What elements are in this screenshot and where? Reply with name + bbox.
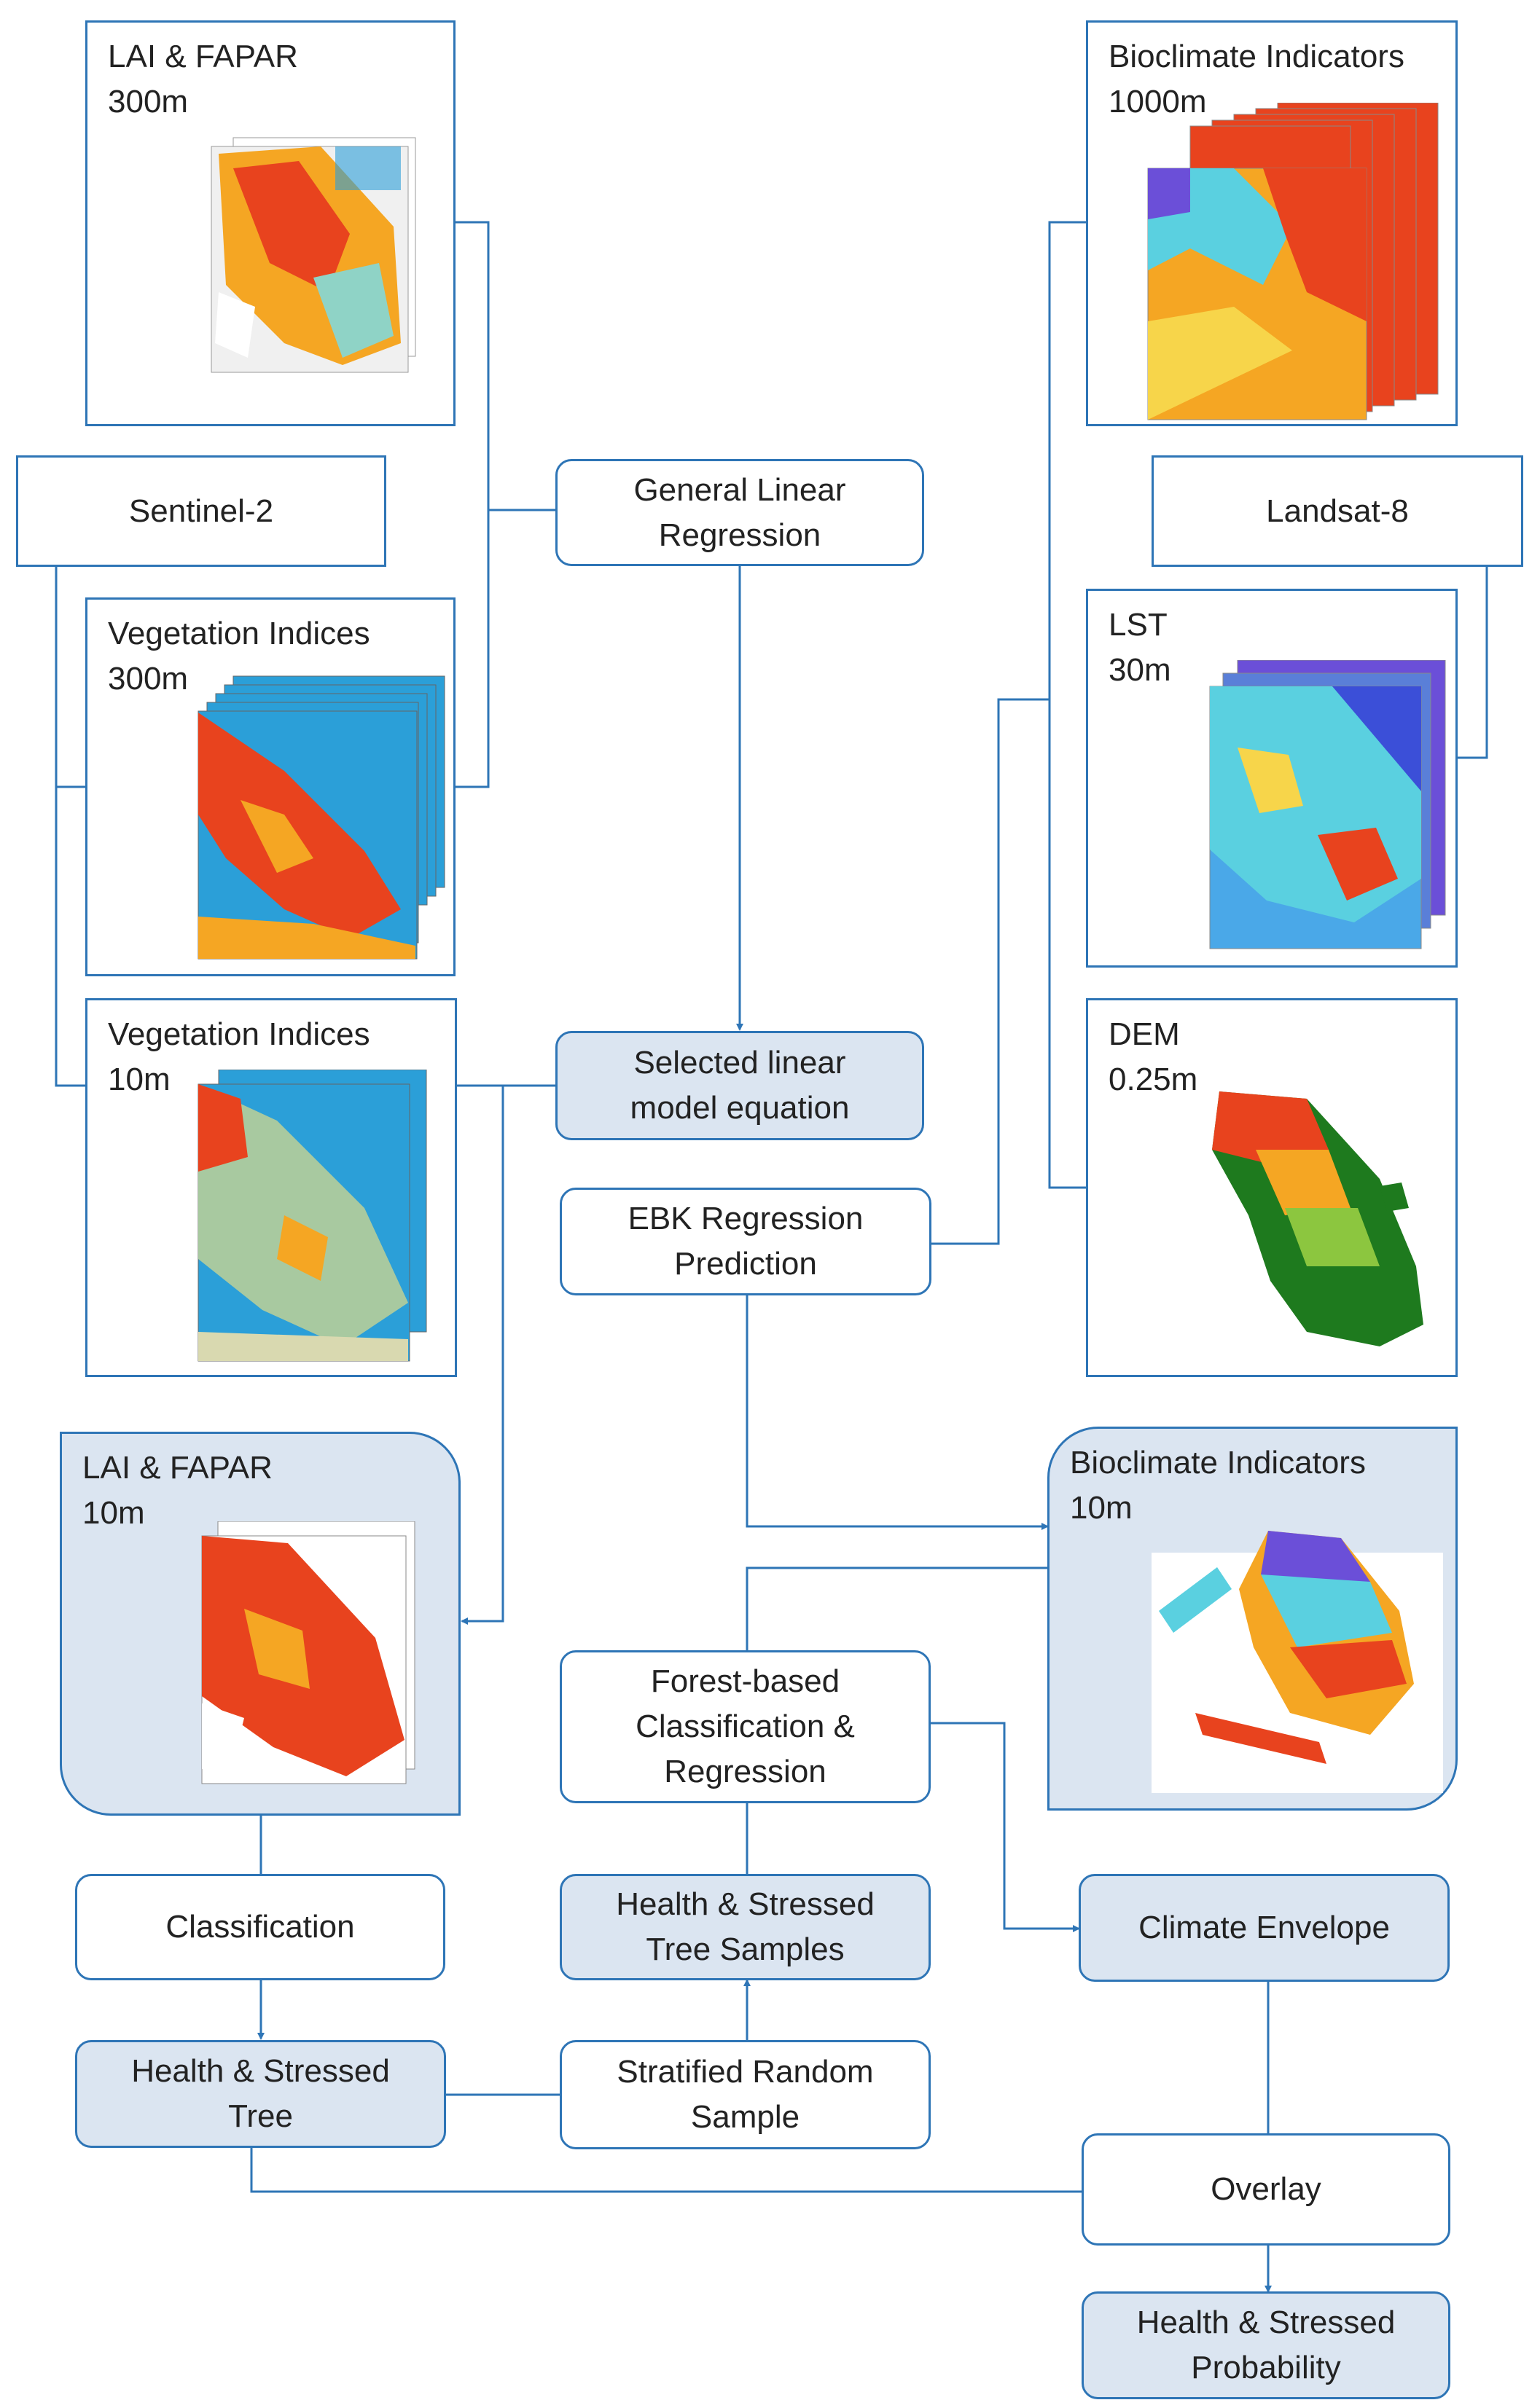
node-health-stressed-probability: Health & Stressed Probability: [1082, 2291, 1450, 2399]
connector-sentinel-veg: [55, 565, 87, 1087]
connector-ebk-bio10: [746, 1295, 1049, 1530]
node-classification: Classification: [75, 1874, 445, 1980]
node-climate-envelope: Climate Envelope: [1079, 1874, 1450, 1982]
panel-title: DEM 0.25m: [1109, 1016, 1198, 1097]
map-thumbnail: [1147, 103, 1439, 420]
panel-lst-30m: LST 30m: [1086, 589, 1458, 968]
panel-title: Bioclimate Indicators 1000m: [1109, 39, 1404, 119]
panel-vegetation-indices-10m: Vegetation Indices 10m: [85, 998, 457, 1377]
node-landsat-8: Landsat-8: [1152, 455, 1523, 567]
map-thumbnail: [1209, 660, 1446, 949]
connector-veg10-slme: [457, 1084, 555, 1621]
node-health-stressed-tree-samples: Health & Stressed Tree Samples: [560, 1874, 931, 1980]
node-stratified-random-sample: Stratified Random Sample: [560, 2040, 931, 2149]
panel-title: Vegetation Indices 300m: [108, 616, 370, 697]
map-thumbnail: [198, 675, 445, 960]
panel-title: Bioclimate Indicators 10m: [1070, 1445, 1366, 1526]
connector-bio10-forest: [746, 1566, 1047, 1650]
panel-title: LAI & FAPAR 300m: [108, 39, 298, 119]
connector-bio1000-ebk: [931, 221, 1086, 1245]
panel-title: LAI & FAPAR 10m: [82, 1450, 273, 1531]
node-health-stressed-tree: Health & Stressed Tree: [75, 2040, 446, 2148]
panel-vegetation-indices-300m: Vegetation Indices 300m: [85, 597, 456, 976]
map-thumbnail: [1212, 1091, 1423, 1346]
map-thumbnail: [211, 137, 416, 373]
map-thumbnail: [201, 1521, 415, 1784]
panel-bioclimate-indicators-1000m: Bioclimate Indicators 1000m: [1086, 20, 1458, 426]
connector-lai300-glr: [454, 221, 555, 788]
connector-hst-overlay: [250, 2148, 1082, 2193]
node-general-linear-regression: General Linear Regression: [555, 459, 924, 566]
node-forest-based-classification-regression: Forest-based Classification & Regression: [560, 1650, 931, 1803]
panel-lai-fapar-300m: LAI & FAPAR 300m: [85, 20, 456, 426]
panel-dem-0-25m: DEM 0.25m: [1086, 998, 1458, 1377]
panel-title: LST 30m: [1109, 607, 1171, 688]
connector-landsat-lst: [1458, 567, 1488, 759]
map-thumbnail: [1152, 1531, 1443, 1793]
panel-lai-fapar-10m: LAI & FAPAR 10m: [60, 1432, 461, 1816]
node-overlay: Overlay: [1082, 2133, 1450, 2246]
node-sentinel-2: Sentinel-2: [16, 455, 386, 567]
panel-bioclimate-indicators-10m: Bioclimate Indicators 10m: [1047, 1427, 1458, 1811]
connector-forest-climate: [931, 1722, 1080, 1932]
node-ebk-regression-prediction: EBK Regression Prediction: [560, 1188, 931, 1295]
node-selected-linear-model-equation: Selected linear model equation: [555, 1031, 924, 1140]
map-thumbnail: [198, 1070, 427, 1362]
panel-title: Vegetation Indices 10m: [108, 1016, 370, 1097]
